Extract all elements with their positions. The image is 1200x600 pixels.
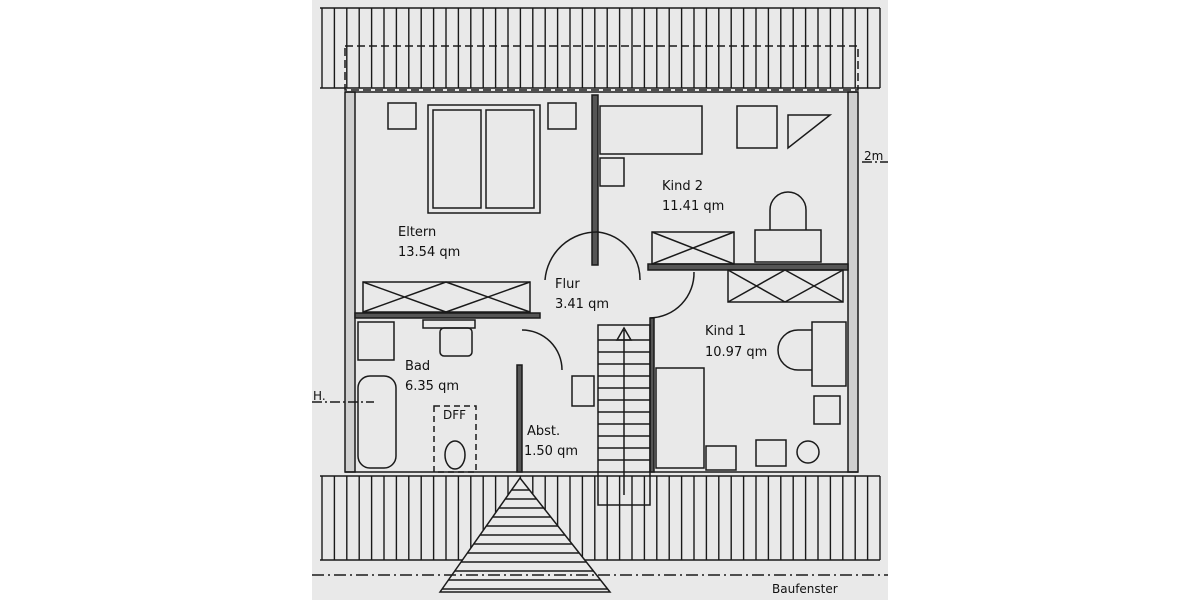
box: [705, 445, 737, 471]
wardrobe-cross: [651, 231, 735, 265]
wardrobe-cross: [362, 281, 531, 313]
stool: [813, 395, 841, 425]
wall-left: [344, 91, 356, 473]
wall-eltern-bad: [354, 312, 541, 319]
armchair: [736, 105, 778, 149]
bathtub: [357, 375, 397, 469]
wardrobe-cross: [727, 269, 844, 303]
room-area: 3.41 qm: [555, 297, 609, 312]
roof-bottom-hatching: [320, 475, 881, 561]
room-name: Abst.: [527, 424, 560, 439]
room-name: Bad: [405, 359, 430, 374]
bed: [655, 367, 705, 469]
wall-bad-abst: [516, 364, 523, 473]
armchair: [755, 439, 787, 467]
mattress: [432, 109, 482, 209]
stair-arrow-icon: [615, 326, 633, 495]
chair: [777, 329, 812, 371]
wall-right: [847, 91, 859, 473]
dff-label: DFF: [443, 408, 466, 422]
room-name: Kind 2: [662, 179, 703, 194]
paper-background: [312, 0, 888, 600]
bed: [599, 105, 703, 155]
door-swing: [521, 329, 563, 371]
roof-window: [433, 405, 477, 473]
room-name: Flur: [555, 277, 580, 292]
height-label: H.: [313, 389, 326, 403]
room-area: 10.97 qm: [705, 345, 767, 360]
roof-top-hatching: [320, 7, 881, 89]
nightstand: [599, 157, 625, 187]
wall-kind2-kind1: [647, 263, 849, 271]
mattress: [485, 109, 535, 209]
staircase[interactable]: [597, 324, 651, 506]
toilet: [444, 440, 466, 470]
roof-overhang-top: [344, 45, 859, 91]
desk: [754, 229, 822, 263]
chair: [769, 191, 807, 230]
baufenster-label: Baufenster: [772, 582, 838, 596]
shower: [357, 321, 395, 361]
room-area: 1.50 qm: [524, 444, 578, 459]
door-swing: [597, 231, 641, 281]
door-swing: [649, 271, 695, 319]
nightstand: [387, 102, 417, 130]
room-area: 6.35 qm: [405, 379, 459, 394]
dimension-label: 2m: [864, 149, 883, 163]
wall-eltern-kind2: [591, 94, 599, 266]
door-swing: [544, 231, 599, 281]
room-area: 11.41 qm: [662, 199, 724, 214]
wardrobe: [651, 231, 735, 265]
room-name: Kind 1: [705, 324, 746, 339]
sink: [439, 327, 473, 357]
nightstand: [547, 102, 577, 130]
room-name: Eltern: [398, 225, 436, 240]
room-area: 13.54 qm: [398, 245, 460, 260]
double-bed: [427, 104, 541, 214]
shaft: [571, 375, 595, 407]
desk: [811, 321, 847, 387]
round-table: [796, 440, 820, 464]
corner-shelf: [787, 114, 833, 150]
